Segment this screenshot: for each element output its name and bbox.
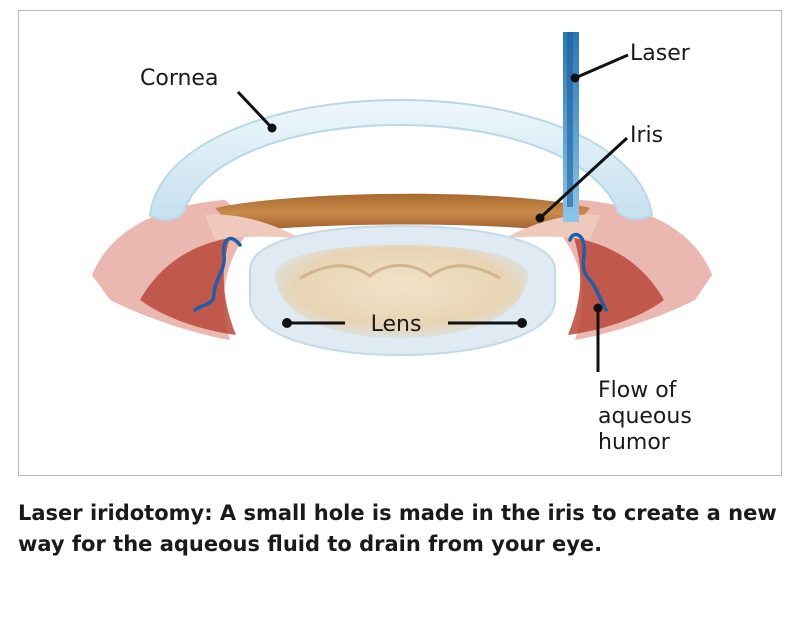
flow-label-line2: aqueous [598,404,692,429]
iris-band [215,193,590,232]
laser-beam-core [567,32,573,207]
iris-leader [538,136,629,220]
flow-label-line1: Flow of [598,378,678,403]
figure-caption: Laser iridotomy: A small hole is made in… [18,501,777,556]
lens-label: Lens [371,312,422,337]
left-aqueous-flow [193,236,242,312]
right-ciliary-muscle [568,238,664,335]
iridotomy-diagram: Cornea Laser Iris Lens Flow of aqueous h… [92,32,712,455]
left-ciliary-muscle [140,238,236,335]
cornea-dot [267,123,277,133]
iris-label: Iris [630,123,663,148]
laser-dot [570,73,580,83]
lens-left-dot [282,318,292,328]
lens-nucleus [275,245,528,338]
laser-label: Laser [630,41,691,66]
cornea-label: Cornea [140,66,218,91]
lens-right-dot [517,318,527,328]
laser-leader [574,53,629,80]
iris-dot [535,213,545,223]
cornea-leader [236,90,274,130]
leader-lines [236,53,629,372]
flow-dot [593,303,603,313]
right-aqueous-flow [568,232,608,312]
lens-fibers [299,264,501,280]
flow-label-line3: humor [598,430,671,455]
iris-left-fold [205,214,300,240]
